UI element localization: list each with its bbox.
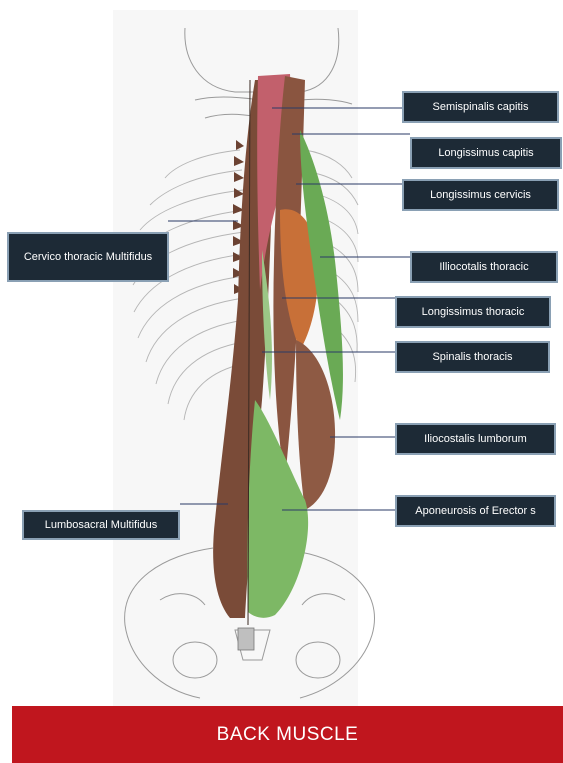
sacrum-block xyxy=(238,628,254,650)
label-semispinalis-capitis: Semispinalis capitis xyxy=(402,91,559,123)
label-aponeurosis-erector: Aponeurosis of Erector s xyxy=(395,495,556,527)
label-longissimus-capitis: Longissimus capitis xyxy=(410,137,562,169)
label-longissimus-cervicis: Longissimus cervicis xyxy=(402,179,559,211)
footer-title: BACK MUSCLE xyxy=(12,706,563,763)
label-cervico-thoracic-multifidus: Cervico thoracic Multifidus xyxy=(7,232,169,282)
label-longissimus-thoracic: Longissimus thoracic xyxy=(395,296,551,328)
label-spinalis-thoracis: Spinalis thoracis xyxy=(395,341,550,373)
label-lumbosacral-multifidus: Lumbosacral Multifidus xyxy=(22,510,180,540)
label-iliocostalis-lumborum: Iliocostalis lumborum xyxy=(395,423,556,455)
label-iliocostalis-thoracic: Illiocotalis thoracic xyxy=(410,251,558,283)
